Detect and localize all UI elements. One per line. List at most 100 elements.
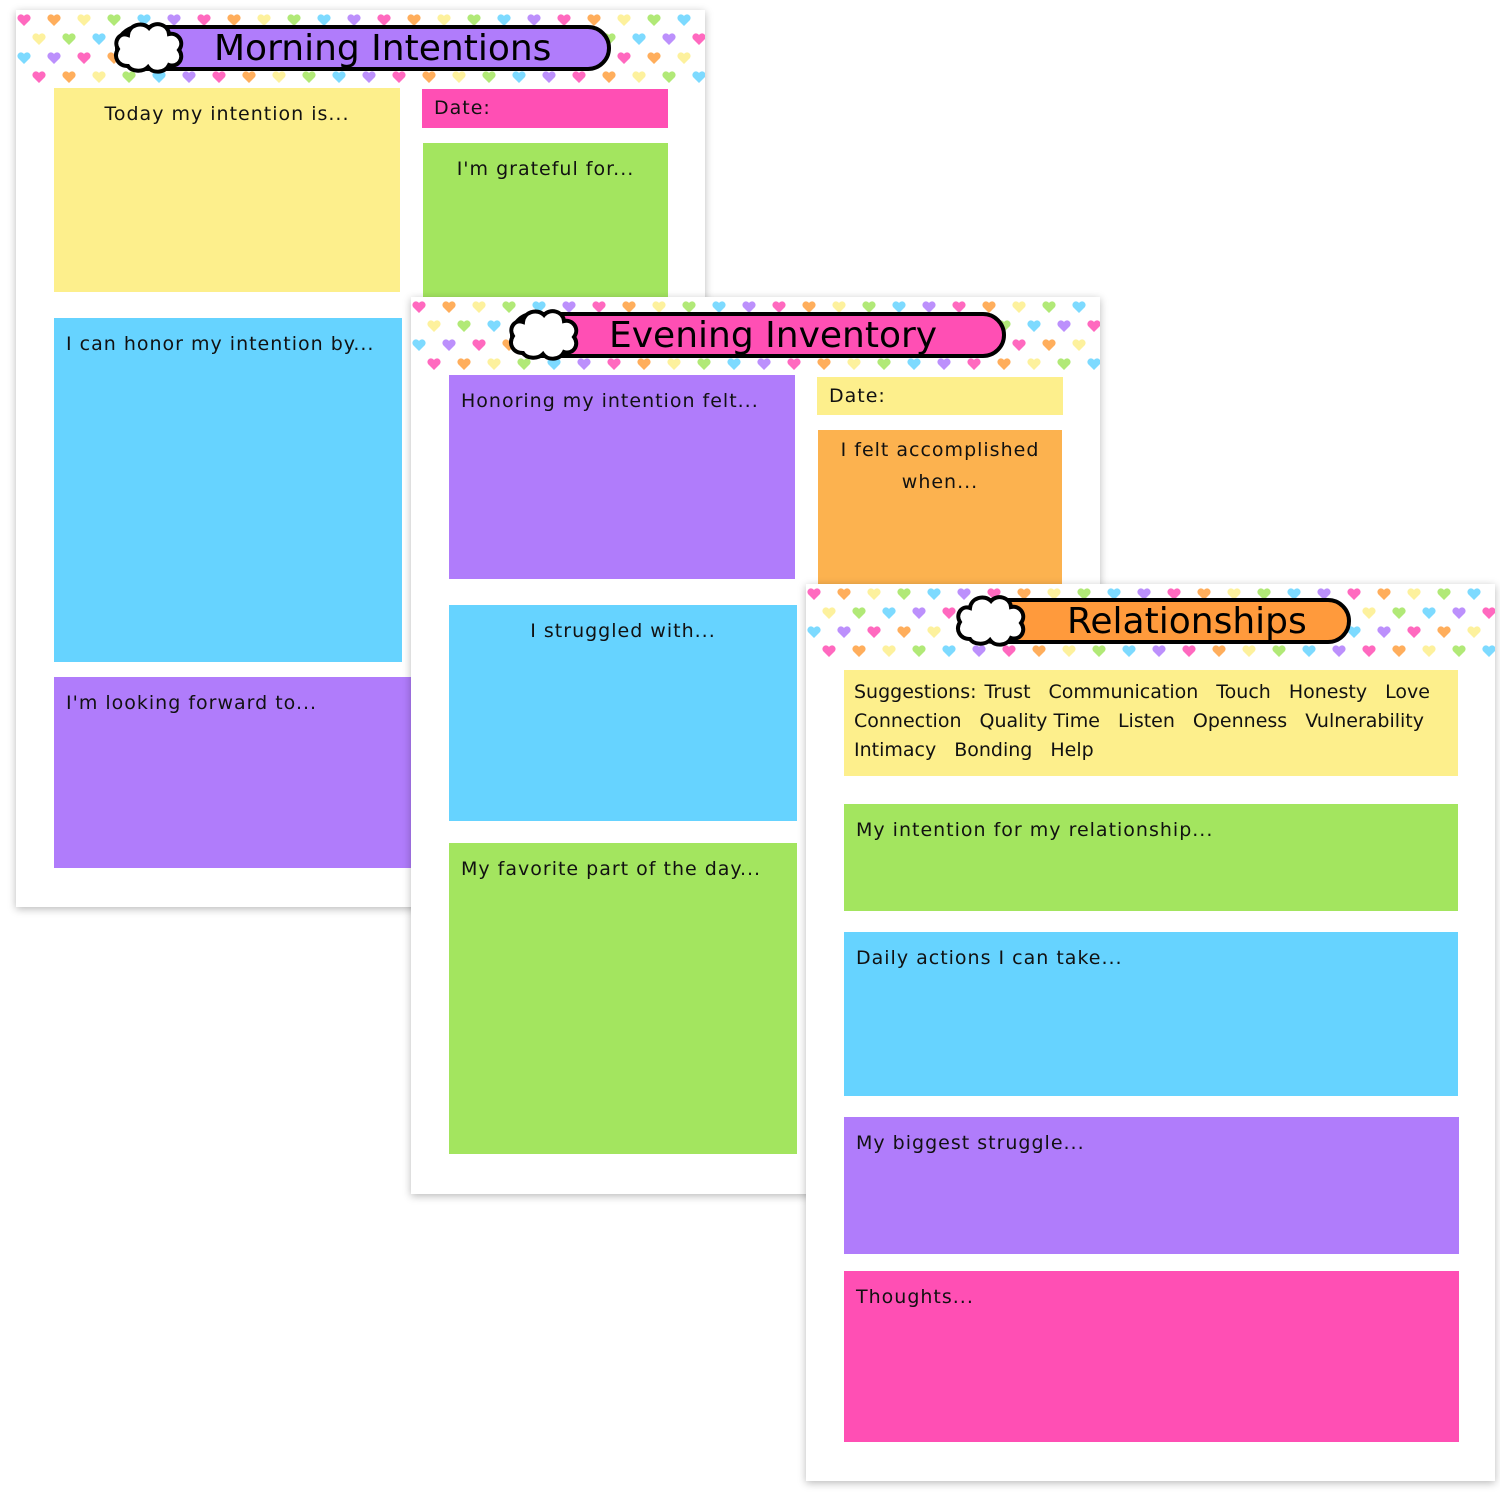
heart-icon [517, 358, 531, 370]
heart-icon [637, 358, 651, 370]
heart-icon [907, 358, 921, 370]
page-title: Evening Inventory [510, 312, 1006, 358]
intention-box[interactable]: Today my intention is... [54, 88, 400, 292]
heart-icon [882, 645, 896, 657]
heart-icon [1392, 607, 1406, 619]
heart-icon [122, 71, 136, 83]
heart-icon [1062, 645, 1076, 657]
heart-icon [862, 301, 876, 313]
suggestion: Touch [1216, 681, 1271, 703]
heart-icon [1072, 301, 1086, 313]
heart-icon [62, 71, 76, 83]
heart-icon [802, 301, 816, 313]
heart-icon [442, 301, 456, 313]
heart-icon [107, 14, 121, 26]
date-field[interactable]: Date: [422, 89, 668, 128]
heart-icon [542, 71, 556, 83]
daily-actions-box[interactable]: Daily actions I can take... [844, 932, 1458, 1096]
honor-box[interactable]: I can honor my intention by... [54, 318, 402, 662]
heart-icon [137, 14, 151, 26]
heart-icon [987, 588, 1001, 600]
heart-icon [1197, 588, 1211, 600]
suggestion: Openness [1192, 710, 1288, 732]
suggestion: Help [1050, 739, 1094, 761]
heart-icon [472, 301, 486, 313]
heart-icon [152, 71, 166, 83]
heart-icon [982, 301, 996, 313]
heart-icon [882, 607, 896, 619]
heart-icon [807, 588, 821, 600]
thoughts-box[interactable]: Thoughts... [844, 1271, 1459, 1442]
heart-icon [392, 71, 406, 83]
heart-icon [1452, 645, 1466, 657]
heart-icon [667, 358, 681, 370]
heart-icon [692, 33, 705, 45]
heart-icon [1332, 645, 1346, 657]
heart-icon [1407, 588, 1421, 600]
heart-icon [167, 14, 181, 26]
date-field[interactable]: Date: [817, 377, 1063, 415]
heart-icon [347, 14, 361, 26]
heart-icon [1042, 301, 1056, 313]
heart-icon [77, 14, 91, 26]
heart-icon [377, 14, 391, 26]
heart-icon [1467, 588, 1481, 600]
heart-icon [487, 358, 501, 370]
heart-icon [437, 14, 451, 26]
heart-icon [892, 301, 906, 313]
heart-icon [1482, 645, 1495, 657]
heart-icon [832, 301, 846, 313]
suggestion: Communication [1048, 681, 1199, 703]
heart-icon [922, 301, 936, 313]
heart-icon [47, 52, 61, 64]
heart-icon [422, 71, 436, 83]
heart-icon [1152, 645, 1166, 657]
heart-icon [1302, 645, 1316, 657]
heart-icon [562, 301, 576, 313]
heart-icon [942, 645, 956, 657]
honoring-box[interactable]: Honoring my intention felt... [449, 375, 795, 579]
heart-icon [577, 358, 591, 370]
heart-icon [587, 14, 601, 26]
heart-icon [957, 588, 971, 600]
heart-icon [682, 301, 696, 313]
forward-box[interactable]: I'm looking forward to... [54, 677, 414, 868]
suggestion: Love [1385, 681, 1430, 703]
heart-icon [787, 358, 801, 370]
heart-icon [1422, 607, 1436, 619]
heart-icon [1012, 339, 1026, 351]
cloud-icon [114, 22, 184, 74]
suggestion: Trust [984, 681, 1031, 703]
heart-icon [897, 626, 911, 638]
heart-icon [967, 358, 981, 370]
heart-icon [662, 71, 676, 83]
heart-icon [1077, 588, 1091, 600]
heart-icon [822, 607, 836, 619]
heart-icon [1092, 645, 1106, 657]
heart-icon [617, 14, 631, 26]
heart-icon [647, 52, 661, 64]
heart-icon [1452, 607, 1466, 619]
heart-icon [617, 52, 631, 64]
heart-icon [1467, 626, 1481, 638]
heart-icon [457, 320, 471, 332]
heart-icon [17, 52, 31, 64]
heart-icon [17, 14, 31, 26]
relationship-intention-box[interactable]: My intention for my relationship... [844, 804, 1458, 911]
grateful-box[interactable]: I'm grateful for... [423, 143, 668, 303]
heart-icon [602, 71, 616, 83]
heart-icon [1057, 320, 1071, 332]
biggest-struggle-box[interactable]: My biggest struggle... [844, 1117, 1459, 1254]
heart-icon [1377, 588, 1391, 600]
heart-icon [272, 71, 286, 83]
struggled-box[interactable]: I struggled with... [449, 605, 797, 821]
heart-icon [557, 14, 571, 26]
suggestion: Vulnerability [1305, 710, 1424, 732]
heart-icon [412, 301, 426, 313]
favorite-box[interactable]: My favorite part of the day... [449, 843, 797, 1154]
accomplished-box[interactable]: I felt accomplished when... [818, 430, 1062, 590]
heart-icon [662, 33, 676, 45]
heart-icon [622, 301, 636, 313]
